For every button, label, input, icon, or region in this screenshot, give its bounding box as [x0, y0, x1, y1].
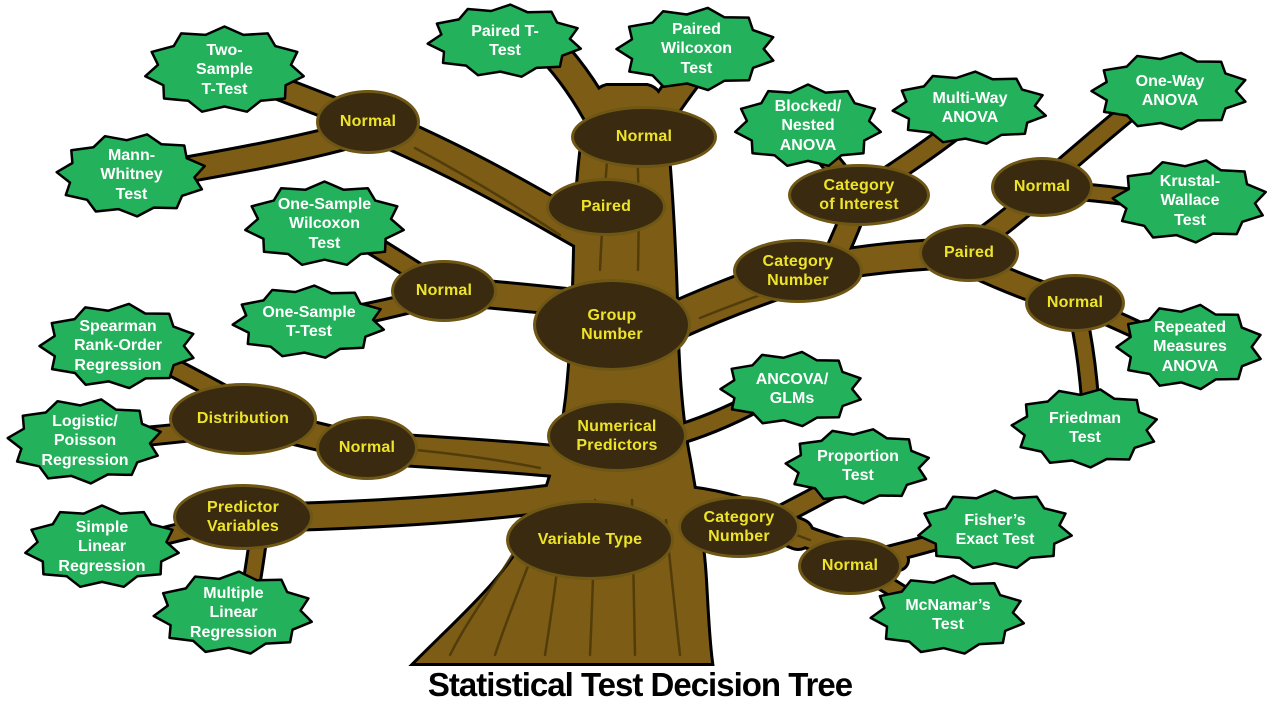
node-label: Distribution [196, 410, 290, 428]
node-variable-type: Variable Type [506, 500, 674, 580]
node-label: Normal [415, 282, 473, 300]
leaf-label: Spearman Rank-Order Regression [73, 318, 163, 374]
leaf-shape [55, 133, 206, 218]
leaf-label: Friedman Test [1048, 409, 1121, 446]
node-predictor-variables: Predictor Variables [173, 484, 313, 550]
node-label: Normal [1013, 178, 1071, 196]
node-label: Normal [821, 557, 879, 575]
leaf-label: Paired T- Test [471, 22, 539, 59]
node-normal-anova: Normal [991, 157, 1093, 217]
node-label: Predictor Variables [206, 498, 280, 535]
node-normal-regression: Normal [316, 416, 418, 480]
leaf-logistic-poisson-regression: Logistic/ Poisson Regression [5, 396, 165, 486]
leaf-shape [426, 3, 583, 78]
leaf-repeated-measures-anova: Repeated Measures ANOVA [1114, 302, 1266, 392]
leaf-label: McNamar’s Test [905, 596, 991, 633]
leaf-shape [1010, 388, 1159, 469]
leaf-paired-wilcoxon-test: Paired Wilcoxon Test [614, 5, 779, 93]
leaf-label: Paired Wilcoxon Test [661, 21, 732, 77]
leaf-label: Simple Linear Regression [58, 519, 146, 575]
leaf-shape [1111, 159, 1267, 244]
leaf-proportion-test: Proportion Test [783, 426, 933, 506]
node-label: Normal [338, 439, 396, 457]
node-normal-paired-top: Normal [571, 106, 717, 168]
leaf-shape [6, 398, 162, 485]
leaf-shape [733, 83, 883, 168]
leaf-mcnamars-test: McNamar’s Test [868, 573, 1028, 657]
node-normal-bottom: Normal [798, 537, 902, 595]
node-distribution: Distribution [169, 383, 317, 455]
node-label: Paired [580, 198, 632, 216]
node-label: Normal [615, 128, 673, 146]
node-group-number: Group Number [533, 279, 691, 371]
node-category-number-bottom: Category Number [678, 496, 800, 558]
leaf-two-sample-t-test: Two- Sample T-Test [142, 24, 307, 116]
leaf-label: One-Sample T-Test [262, 303, 356, 340]
node-category-of-interest: Category of Interest [788, 164, 930, 226]
node-label: Category Number [762, 252, 834, 289]
leaf-multiple-linear-regression: Multiple Linear Regression [151, 569, 316, 657]
leaf-friedman-test: Friedman Test [1009, 386, 1161, 470]
leaf-label: Blocked/ Nested ANOVA [774, 98, 842, 154]
leaf-label: Repeated Measures ANOVA [1153, 319, 1227, 375]
leaf-shape [244, 180, 405, 267]
leaf-one-way-anova: One-Way ANOVA [1089, 50, 1251, 132]
leaf-shape [869, 574, 1026, 655]
node-label: Normal [339, 113, 397, 131]
leaf-label: Multi-Way ANOVA [932, 89, 1008, 126]
leaf-shape [1115, 303, 1262, 391]
leaf-label: One-Way ANOVA [1135, 72, 1205, 109]
node-normal-two-sample: Normal [316, 90, 420, 154]
leaf-label: Proportion Test [817, 447, 899, 484]
node-label: Paired [943, 244, 995, 262]
leaf-label: One-Sample Wilcoxon Test [277, 196, 372, 252]
node-numerical-predictors: Numerical Predictors [547, 400, 687, 472]
leaf-mann-whitney-test: Mann- Whitney Test [54, 131, 209, 219]
leaf-multi-way-anova: Multi-Way ANOVA [890, 69, 1050, 147]
leaf-ancova-glms: ANCOVA/ GLMs [718, 349, 866, 429]
leaf-shape [891, 70, 1048, 145]
leaf-blocked-nested-anova: Blocked/ Nested ANOVA [732, 82, 884, 170]
leaf-label: Logistic/ Poisson Regression [41, 413, 129, 469]
leaf-shape [24, 504, 180, 589]
node-normal-one-sample: Normal [391, 260, 497, 322]
leaf-fishers-exact-test: Fisher’s Exact Test [915, 488, 1075, 572]
leaf-shape [152, 570, 313, 655]
leaf-label: Fisher’s Exact Test [955, 511, 1035, 548]
node-label: Numerical Predictors [576, 417, 658, 454]
leaf-simple-linear-regression: Simple Linear Regression [22, 503, 182, 591]
node-label: Group Number [581, 306, 643, 343]
leaf-krustal-wallace-test: Krustal- Wallace Test [1110, 157, 1270, 245]
leaf-label: Two- Sample T-Test [196, 42, 253, 98]
leaf-shape [231, 284, 386, 359]
node-label: Variable Type [537, 531, 643, 549]
leaf-one-sample-wilcoxon-test: One-Sample Wilcoxon Test [242, 179, 407, 269]
leaf-one-sample-t-test: One-Sample T-Test [230, 283, 388, 361]
leaf-shape [144, 25, 305, 113]
leaf-shape [615, 6, 775, 92]
node-label: Normal [1046, 294, 1104, 312]
leaf-paired-t-test: Paired T- Test [425, 2, 585, 80]
leaf-shape [38, 302, 195, 390]
node-label: Category Number [703, 508, 775, 545]
leaf-label: Multiple Linear Regression [189, 585, 278, 641]
leaf-shape [719, 350, 862, 428]
leaf-label: Krustal- Wallace Test [1159, 173, 1221, 229]
leaf-spearman-rank-order-regression: Spearman Rank-Order Regression [37, 301, 199, 391]
leaf-label: ANCOVA/ GLMs [755, 370, 829, 407]
diagram-title: Statistical Test Decision Tree [427, 666, 853, 703]
node-normal-repeated: Normal [1025, 274, 1125, 332]
node-category-number-right: Category Number [733, 239, 863, 303]
leaf-shape [917, 489, 1073, 570]
leaf-shape [1090, 51, 1247, 131]
node-label: Category of Interest [819, 176, 899, 213]
leaf-shape [784, 428, 931, 505]
node-paired-top: Paired [546, 178, 666, 236]
node-paired-right: Paired [919, 224, 1019, 282]
leaf-label: Mann- Whitney Test [100, 147, 163, 203]
